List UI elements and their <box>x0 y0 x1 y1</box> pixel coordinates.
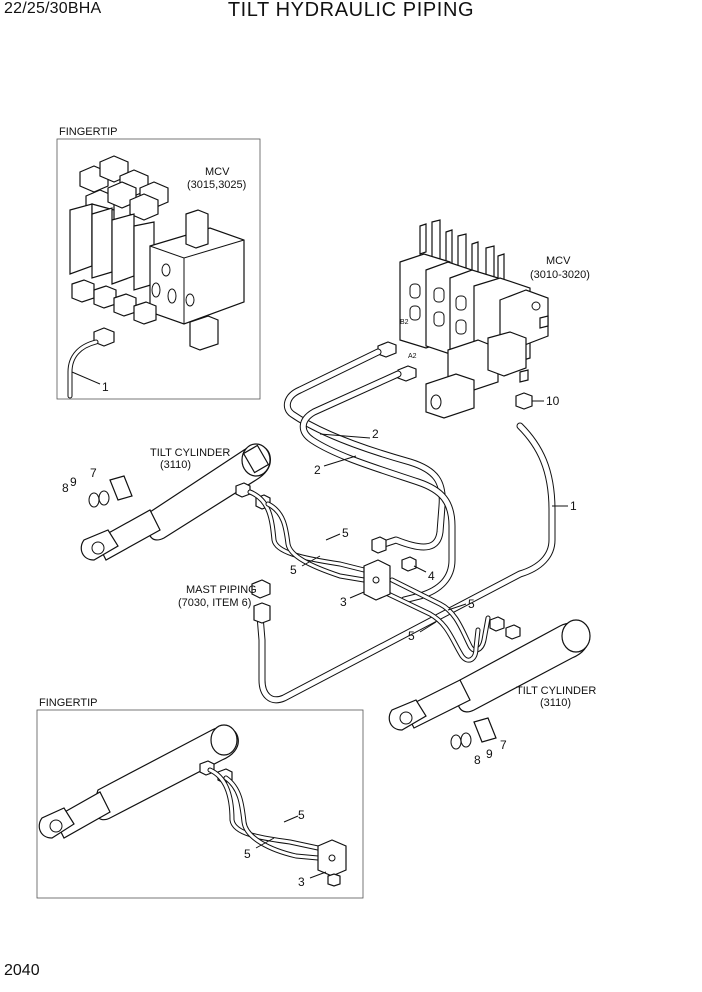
page-number: 2040 <box>4 962 40 979</box>
port-b2-label: B2 <box>400 319 409 326</box>
pipes-item-2 <box>283 348 456 604</box>
main-mcv-label: MCV <box>546 255 571 267</box>
fitting-4 <box>401 556 417 572</box>
callout-5c: 5 <box>468 597 475 611</box>
fingertip-callout-5a: 5 <box>298 808 305 822</box>
callout-5a: 5 <box>342 526 349 540</box>
fingertip-mcv-drawing <box>69 155 245 351</box>
bushing-7-right <box>473 717 497 743</box>
port-a2-label: A2 <box>408 353 417 360</box>
fingertip-top-frame <box>56 138 261 400</box>
callout-5b: 5 <box>290 563 297 577</box>
main-mcv-parts: (3010-3020) <box>530 269 590 281</box>
mast-piping-parts: (7030, ITEM 6) <box>178 597 251 609</box>
fingertip-callout-1: 1 <box>102 380 109 394</box>
callout-7b: 7 <box>500 738 507 752</box>
fingertip-mcv-parts: (3015,3025) <box>187 179 246 191</box>
callout-10: 10 <box>546 394 560 408</box>
fingertip-callout-5b: 5 <box>244 847 251 861</box>
callout-1: 1 <box>570 499 577 513</box>
fitting-10 <box>515 392 533 410</box>
callout-7a: 7 <box>90 466 97 480</box>
tilt-cylinder-right-label: TILT CYLINDER <box>516 685 596 697</box>
fingertip-hose-1 <box>67 339 99 399</box>
tilt-cylinder-left-parts: (3110) <box>160 459 191 471</box>
main-mcv-drawing <box>377 219 549 419</box>
fingertip-top-inset: FINGERTIP MCV (3015,3025) <box>56 126 261 400</box>
fingertip-top-label: FINGERTIP <box>59 126 117 138</box>
callout-2b: 2 <box>314 463 321 477</box>
tilt-cylinder-right <box>388 616 591 731</box>
tilt-cylinder-right-parts: (3110) <box>540 697 571 709</box>
callout-8b: 8 <box>474 753 481 767</box>
callout-5d: 5 <box>408 629 415 643</box>
fingertip-bottom-label: FINGERTIP <box>39 697 97 709</box>
mast-piping-label: MAST PIPING <box>186 584 257 596</box>
bushing-7-left <box>109 475 133 501</box>
tilt-cylinder-left <box>80 443 271 561</box>
callout-9b: 9 <box>486 747 493 761</box>
fingertip-callout-3: 3 <box>298 875 305 889</box>
callout-3: 3 <box>340 595 347 609</box>
mast-piping-fitting <box>251 579 271 599</box>
callout-2a: 2 <box>372 427 379 441</box>
tilt-cylinder-left-label: TILT CYLINDER <box>150 447 230 459</box>
callout-9a: 9 <box>70 475 77 489</box>
tee-block-3 <box>363 559 391 601</box>
callout-4: 4 <box>428 569 435 583</box>
model-code: 22/25/30BHA <box>4 0 102 17</box>
hose-item-1 <box>256 422 556 704</box>
fingertip-mcv-label: MCV <box>205 166 230 178</box>
page-title: TILT HYDRAULIC PIPING <box>227 0 475 21</box>
fingertip-bottom-frame <box>36 709 364 899</box>
callout-8a: 8 <box>62 481 69 495</box>
fingertip-bottom-inset: FINGERTIP 5 5 3 <box>36 697 364 899</box>
